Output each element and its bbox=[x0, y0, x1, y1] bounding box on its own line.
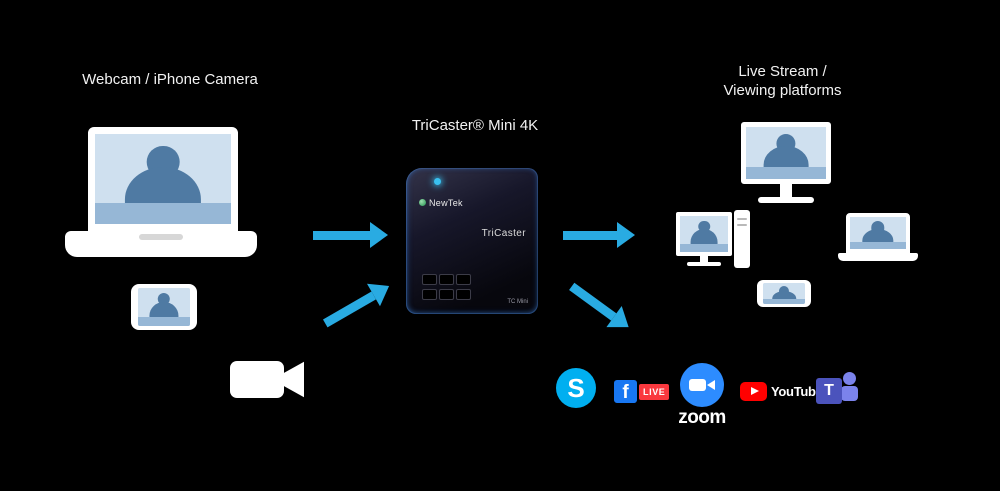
tricaster-device: NewTek TriCaster TC Mini bbox=[406, 168, 538, 314]
desk-band bbox=[763, 299, 805, 304]
label-tricaster: TriCaster® Mini 4K bbox=[411, 117, 539, 134]
laptop-base bbox=[65, 231, 257, 257]
facebook-live-badge: LIVE bbox=[639, 383, 670, 400]
person-silhouette-torso bbox=[772, 290, 796, 302]
desktop-pc-icon bbox=[676, 210, 752, 268]
laptop-screen-content bbox=[95, 134, 231, 224]
video-camera-icon bbox=[230, 356, 304, 402]
laptop-small-base bbox=[838, 253, 918, 261]
person-silhouette-torso bbox=[690, 229, 718, 248]
label-live-stream: Live Stream / Viewing platforms bbox=[695, 62, 870, 100]
youtube-icon: YouTube bbox=[740, 382, 823, 401]
phone-icon bbox=[131, 284, 197, 330]
teams-t-tile: T bbox=[816, 378, 842, 404]
power-led bbox=[434, 178, 441, 185]
person-silhouette-head bbox=[698, 220, 710, 233]
laptop-trackpad-notch bbox=[139, 234, 183, 240]
io-ports bbox=[422, 274, 471, 300]
camera-lens bbox=[284, 361, 304, 398]
person-silhouette-head bbox=[778, 285, 790, 296]
person-silhouette-torso bbox=[149, 302, 179, 322]
camera-body bbox=[230, 361, 284, 398]
skype-icon: S bbox=[556, 368, 596, 408]
laptop-small-screen-content bbox=[850, 217, 906, 249]
monitor-stand-neck bbox=[780, 184, 792, 197]
youtube-wordmark: YouTube bbox=[771, 384, 823, 399]
zoom-camera-icon bbox=[680, 363, 724, 407]
pc-tower-icon bbox=[734, 210, 750, 268]
desk-band bbox=[138, 317, 190, 326]
desktop-screen-content bbox=[680, 216, 728, 252]
laptop-small-icon bbox=[838, 213, 918, 263]
arrow-laptop-to-tricaster bbox=[313, 222, 388, 248]
teams-icon: T bbox=[816, 372, 858, 410]
monitor-stand-base bbox=[758, 197, 814, 203]
arrow-tricaster-to-platforms bbox=[564, 275, 637, 338]
phone-landscape-screen-content bbox=[763, 283, 805, 304]
youtube-play-icon bbox=[740, 382, 767, 401]
label-live-stream-line2: Viewing platforms bbox=[723, 82, 842, 99]
facebook-f-icon: f bbox=[614, 380, 637, 403]
newtek-logo: NewTek bbox=[419, 198, 463, 208]
desk-band bbox=[746, 167, 826, 179]
desktop-stand-base bbox=[687, 262, 721, 266]
monitor-screen-content bbox=[746, 127, 826, 179]
label-live-stream-line1: Live Stream / bbox=[738, 63, 827, 80]
facebook-live-icon: f LIVE bbox=[614, 380, 670, 403]
teams-person-body bbox=[841, 386, 858, 401]
person-silhouette-torso bbox=[862, 228, 894, 245]
label-webcam-iphone: Webcam / iPhone Camera bbox=[82, 71, 258, 88]
arrow-camera-to-tricaster bbox=[319, 274, 396, 335]
zoom-wordmark: zoom bbox=[678, 407, 726, 428]
model-badge: TC Mini bbox=[507, 299, 528, 305]
desktop-stand-neck bbox=[700, 256, 708, 262]
monitor-icon bbox=[741, 122, 831, 204]
arrow-tricaster-to-screens bbox=[563, 222, 635, 248]
phone-landscape-icon bbox=[757, 280, 811, 307]
desk-band bbox=[680, 243, 728, 252]
zoom-icon: zoom bbox=[674, 363, 730, 429]
laptop-icon bbox=[88, 127, 238, 231]
desk-band bbox=[95, 203, 231, 224]
tricaster-logo: TriCaster bbox=[481, 228, 526, 239]
phone-screen-content bbox=[138, 288, 190, 326]
desk-band bbox=[850, 241, 906, 249]
teams-person-head bbox=[843, 372, 856, 385]
